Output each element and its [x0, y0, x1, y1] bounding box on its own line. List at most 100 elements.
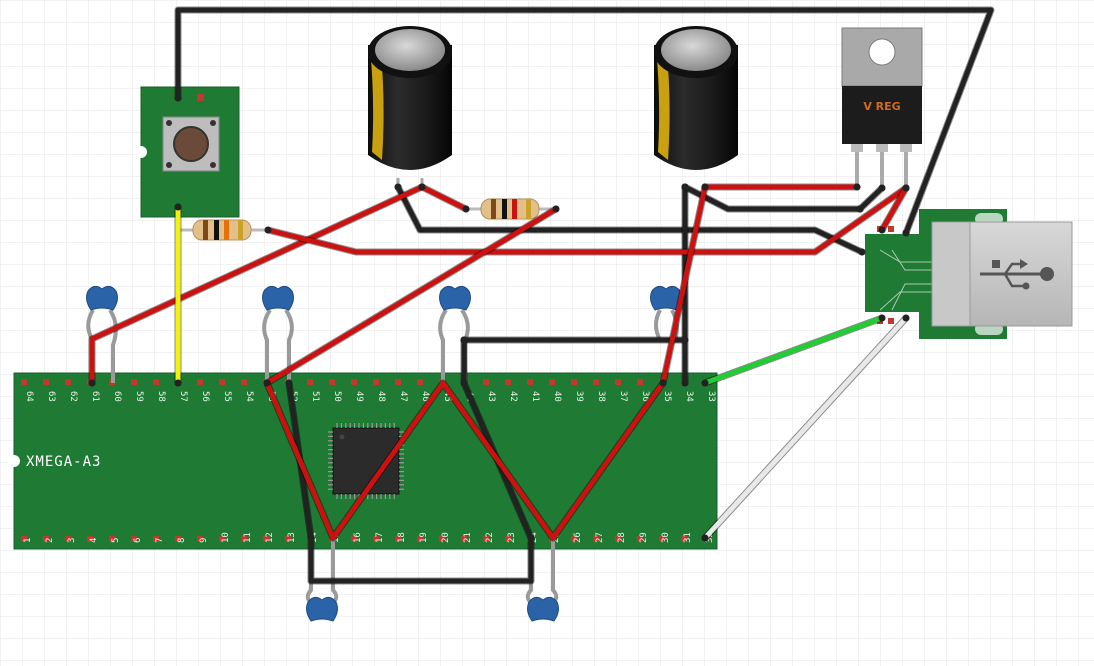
electrolytic-capacitor-1[interactable] — [368, 26, 452, 187]
pushbutton-icon[interactable] — [162, 116, 220, 172]
pin-pad[interactable] — [219, 379, 225, 385]
pin-pad[interactable] — [637, 536, 643, 542]
pin-label: 40 — [552, 391, 562, 402]
pin-pad[interactable] — [131, 379, 137, 385]
pin-label: 47 — [398, 391, 408, 402]
pin-pad[interactable] — [615, 536, 621, 542]
pin-pad[interactable] — [593, 379, 599, 385]
wire-red[interactable] — [418, 183, 470, 213]
pin-label: 27 — [595, 532, 605, 543]
pin-label: 31 — [683, 532, 693, 543]
pin-label: 29 — [639, 532, 649, 543]
pin-label: 59 — [134, 391, 144, 402]
wire-black[interactable] — [460, 336, 689, 344]
pin-pad[interactable] — [43, 379, 49, 385]
wire-red[interactable] — [878, 184, 910, 234]
pin-pad[interactable] — [549, 379, 555, 385]
resistor-2[interactable] — [466, 198, 556, 220]
pin-pad[interactable] — [615, 379, 621, 385]
pin-label: 42 — [508, 391, 518, 402]
pin-pad[interactable] — [461, 536, 467, 542]
pin-pad[interactable] — [285, 536, 291, 542]
pin-pad[interactable] — [637, 379, 643, 385]
ceramic-capacitor[interactable] — [525, 538, 559, 622]
voltage-regulator[interactable]: V REG — [841, 27, 923, 188]
wire-black[interactable] — [856, 184, 886, 213]
pin-pad[interactable] — [351, 379, 357, 385]
pin-pad[interactable] — [681, 536, 687, 542]
pin-pad[interactable] — [43, 536, 49, 542]
pin-label: 41 — [530, 391, 540, 402]
pin-label: 18 — [397, 532, 407, 543]
wire-black[interactable] — [307, 534, 535, 585]
pin-label: 46 — [420, 391, 430, 402]
wire-yellow[interactable] — [174, 203, 182, 387]
pin-pad[interactable] — [351, 536, 357, 542]
pin-label: 10 — [221, 532, 231, 543]
pin-pad[interactable] — [373, 379, 379, 385]
pin-pad[interactable] — [197, 536, 203, 542]
pin-label: 1 — [23, 538, 33, 543]
resistor-1[interactable] — [178, 219, 268, 241]
pin-pad[interactable] — [307, 379, 313, 385]
pin-pad[interactable] — [527, 379, 533, 385]
electrolytic-capacitor-2[interactable] — [654, 26, 738, 170]
pin-pad[interactable] — [417, 379, 423, 385]
pin-pad[interactable] — [329, 379, 335, 385]
pin-pad[interactable] — [87, 536, 93, 542]
pin-pad[interactable] — [395, 379, 401, 385]
wire-white[interactable] — [701, 314, 910, 542]
pin-pad[interactable] — [659, 536, 665, 542]
pin-label: 60 — [112, 391, 122, 402]
pin-label: 20 — [441, 532, 451, 543]
pin-pad[interactable] — [263, 536, 269, 542]
pin-label: 39 — [574, 391, 584, 402]
pin-pad[interactable] — [65, 379, 71, 385]
pin-pad[interactable] — [219, 536, 225, 542]
pin-label: 56 — [200, 391, 210, 402]
pin-label: 33 — [706, 391, 716, 402]
wire-black[interactable] — [174, 6, 995, 237]
pin-pad[interactable] — [65, 536, 71, 542]
pin-label: 61 — [90, 391, 100, 402]
wire-black[interactable] — [460, 336, 468, 387]
pin-pad[interactable] — [21, 536, 27, 542]
pin-pad[interactable] — [483, 536, 489, 542]
pin-pad[interactable] — [197, 379, 203, 385]
pin-label: 16 — [353, 532, 363, 543]
pin-pad[interactable] — [153, 536, 159, 542]
pin-label: 32 — [705, 532, 715, 543]
pin-pad[interactable] — [483, 379, 489, 385]
pushbutton-board[interactable] — [135, 86, 240, 218]
usb-breakout[interactable] — [865, 209, 1073, 339]
pin-pad[interactable] — [571, 379, 577, 385]
pin-pad[interactable] — [593, 536, 599, 542]
pin-pad[interactable] — [417, 536, 423, 542]
wire-red[interactable] — [263, 379, 667, 542]
pin-pad[interactable] — [505, 379, 511, 385]
pin-pad[interactable] — [21, 379, 27, 385]
pin-pad[interactable] — [131, 536, 137, 542]
pin-pad[interactable] — [241, 536, 247, 542]
pin-pad[interactable] — [373, 536, 379, 542]
pin-label: 57 — [178, 391, 188, 402]
ceramic-capacitor[interactable] — [262, 285, 294, 383]
ceramic-capacitor[interactable] — [305, 538, 339, 622]
pin-pad[interactable] — [505, 536, 511, 542]
pin-label: 35 — [662, 391, 672, 402]
pin-pad[interactable] — [395, 536, 401, 542]
pin-pad[interactable] — [241, 379, 247, 385]
pin-pad[interactable] — [571, 536, 577, 542]
wire-black[interactable] — [394, 183, 866, 256]
pin-label: 63 — [46, 391, 56, 402]
pin-label: 22 — [485, 532, 495, 543]
ceramic-capacitor[interactable] — [650, 285, 682, 341]
pin-pad[interactable] — [109, 536, 115, 542]
pin-pad[interactable] — [439, 536, 445, 542]
pin-pad[interactable] — [175, 536, 181, 542]
wire-green[interactable] — [701, 314, 886, 387]
wire-red[interactable] — [701, 183, 861, 191]
pin-pad[interactable] — [153, 379, 159, 385]
